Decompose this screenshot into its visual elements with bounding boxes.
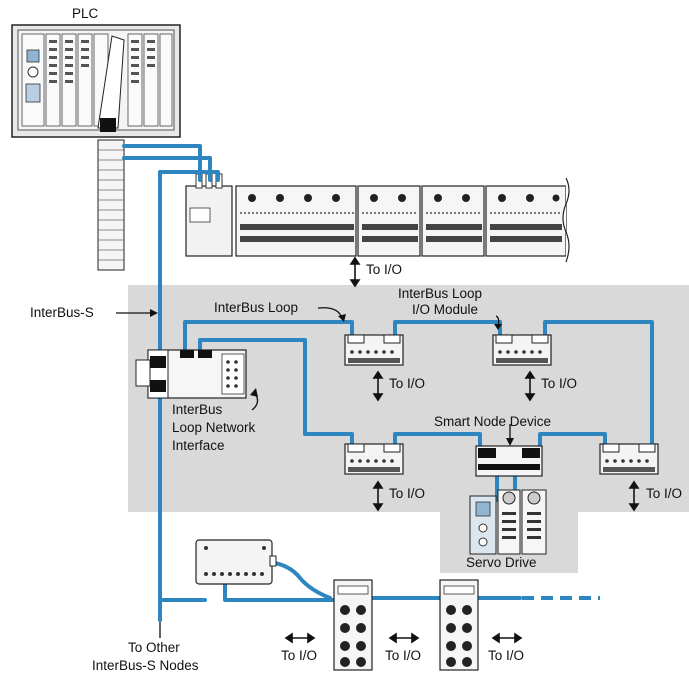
to-io-label-module-2: To I/O: [541, 376, 578, 391]
loop-io-module-label-1: InterBus Loop: [398, 286, 483, 301]
cable-plc-to-rack-1: [122, 144, 202, 182]
servo-drive-label: Servo Drive: [466, 555, 537, 570]
cable-loop-f: [538, 432, 607, 450]
interbus-s-label: InterBus-S: [30, 305, 94, 320]
to-io-label-rack: To I/O: [366, 262, 403, 277]
cable-loop-e: [393, 432, 482, 450]
loop-network-interface-device: [135, 349, 247, 399]
to-other-nodes-label-2: InterBus-S Nodes: [92, 658, 199, 673]
cable-loop-b: [393, 320, 502, 337]
bus-terminal-box: [195, 539, 277, 585]
rack-break-edge: [562, 177, 570, 263]
loop-network-interface-label-3: Interface: [172, 438, 225, 453]
io-node-1: [333, 579, 373, 671]
io-node-2: [439, 579, 479, 671]
loop-io-module-3: [344, 443, 404, 475]
smart-node-device: [475, 445, 543, 477]
plc-rack: [11, 24, 181, 271]
to-io-label-module-3: To I/O: [389, 486, 426, 501]
smart-node-device-label: Smart Node Device: [434, 414, 552, 429]
cable-loop-c: [543, 320, 654, 446]
top-io-rack: [185, 173, 570, 263]
to-io-label-module-1: To I/O: [389, 376, 426, 391]
to-io-label-node-3: To I/O: [488, 648, 525, 663]
to-io-arrows: [284, 256, 640, 644]
cable-bottom-1: [223, 582, 342, 602]
loop-io-module-label-2: I/O Module: [412, 302, 479, 317]
loop-network-interface-label-2: Loop Network: [172, 420, 256, 435]
servo-drive-device: [469, 489, 547, 555]
to-other-nodes-label-1: To Other: [128, 640, 180, 655]
plc-label: PLC: [72, 6, 99, 21]
loop-network-interface-label-1: InterBus: [172, 402, 223, 417]
loop-io-module-4: [599, 443, 659, 475]
loop-io-module-2: [492, 334, 552, 366]
plc-terminal-strip: [97, 139, 125, 271]
to-io-label-node-2: To I/O: [385, 648, 422, 663]
interbus-loop-label: InterBus Loop: [214, 300, 299, 315]
cable-loop-d: [198, 338, 354, 446]
cable-to-node-1: [268, 560, 332, 600]
to-io-label-node-1: To I/O: [281, 648, 318, 663]
cable-loop-a: [183, 320, 354, 354]
to-io-label-module-4: To I/O: [646, 486, 683, 501]
loop-io-module-1: [344, 334, 404, 366]
